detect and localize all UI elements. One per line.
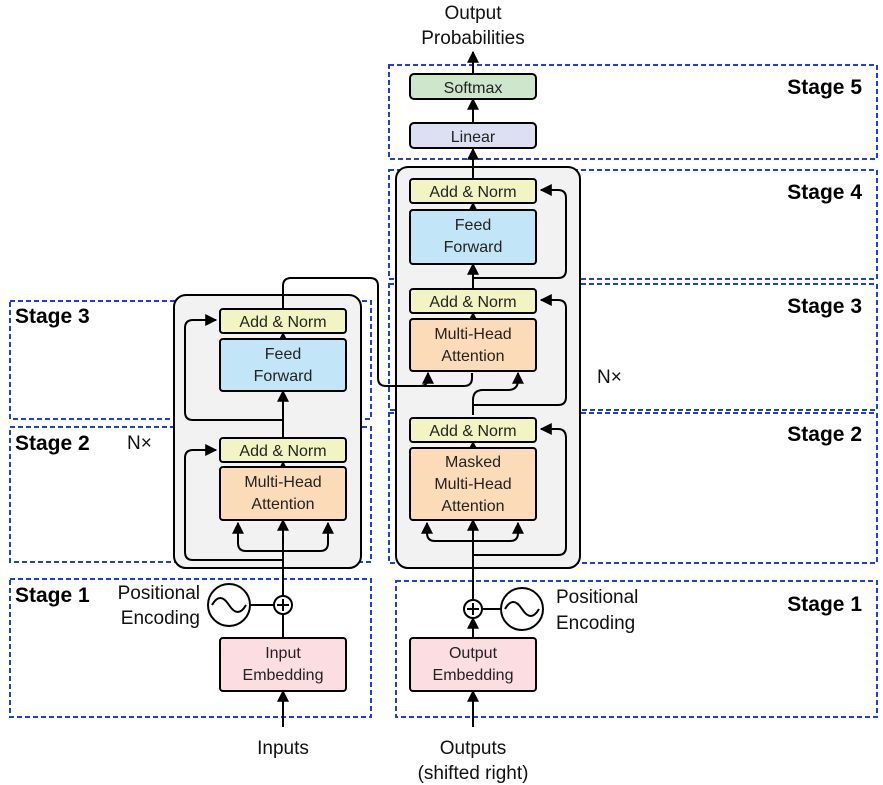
encoder-input-label: Inputs — [257, 738, 309, 759]
encoder-stage1-box — [9, 578, 372, 718]
decoder-plus-icon — [463, 599, 483, 619]
encoder-ff-label-1: Feed — [265, 346, 301, 363]
decoder-feed-forward — [409, 209, 537, 265]
decoder-masked-multi-head-attention — [409, 447, 537, 521]
encoder-mha-label-1: Multi-Head — [244, 474, 321, 491]
decoder-masked-label-3: Attention — [441, 498, 504, 515]
decoder-positional-label-2: Encoding — [556, 613, 635, 634]
output-probabilities-label-2: Probabilities — [421, 28, 525, 49]
linear-block — [409, 122, 537, 149]
encoder-stage3-label: Stage 3 — [15, 305, 90, 328]
decoder-stage5-label: Stage 5 — [787, 76, 862, 99]
encoder-mha-label-2: Attention — [251, 496, 314, 513]
decoder-add-norm-bottom — [409, 417, 537, 443]
decoder-stage3-box — [388, 283, 878, 411]
input-embedding-label-2: Embedding — [243, 667, 324, 684]
encoder-add-norm-top-label: Add & Norm — [239, 314, 326, 331]
encoder-add-norm-bottom — [219, 437, 347, 463]
decoder-stage4-box — [388, 169, 878, 280]
encoder-add-norm-top — [219, 308, 347, 334]
linear-label: Linear — [451, 129, 496, 146]
decoder-positional-encoding-icon — [500, 587, 544, 631]
encoder-stage1-label: Stage 1 — [15, 584, 90, 607]
output-embedding — [409, 637, 537, 692]
decoder-ff-label-1: Feed — [455, 217, 491, 234]
encoder-multi-head-attention — [219, 466, 347, 521]
encoder-ff-label-2: Forward — [254, 368, 313, 385]
encoder-nx-label: N× — [127, 433, 152, 454]
decoder-nx-label: N× — [597, 367, 622, 388]
decoder-mha-label-1: Multi-Head — [434, 326, 511, 343]
decoder-input-label-2: (shifted right) — [418, 763, 529, 784]
encoder-positional-label-2: Encoding — [121, 608, 200, 629]
decoder-stage1-label: Stage 1 — [787, 593, 862, 616]
decoder-add-norm-top-label: Add & Norm — [429, 184, 516, 201]
encoder-positional-encoding-icon — [207, 583, 251, 627]
output-embedding-label-1: Output — [449, 645, 498, 662]
decoder-add-norm-mid-label: Add & Norm — [429, 294, 516, 311]
encoder-layer-container — [173, 294, 362, 569]
decoder-stage4-label: Stage 4 — [787, 181, 862, 204]
encoder-stage2-label: Stage 2 — [15, 432, 90, 455]
encoder-add-norm-bottom-label: Add & Norm — [239, 443, 326, 460]
input-embedding-label-1: Input — [265, 645, 301, 662]
encoder-plus-icon — [273, 595, 293, 615]
input-embedding — [219, 637, 347, 692]
decoder-ff-label-2: Forward — [444, 239, 503, 256]
decoder-input-label-1: Outputs — [440, 738, 507, 759]
encoder-positional-label-1: Positional — [118, 583, 200, 604]
decoder-masked-label-1: Masked — [445, 454, 501, 471]
decoder-stage5-box — [388, 64, 878, 160]
softmax-block — [409, 73, 537, 100]
output-embedding-label-2: Embedding — [433, 667, 514, 684]
encoder-feed-forward — [219, 338, 347, 392]
decoder-stage3-label: Stage 3 — [787, 295, 862, 318]
decoder-multi-head-attention — [409, 318, 537, 372]
output-probabilities-label-1: Output — [444, 3, 502, 24]
decoder-stage2-box — [388, 412, 878, 564]
decoder-add-norm-top — [409, 178, 537, 204]
decoder-add-norm-bottom-label: Add & Norm — [429, 423, 516, 440]
decoder-stage1-box — [395, 580, 878, 718]
decoder-positional-label-1: Positional — [556, 587, 638, 608]
decoder-mha-label-2: Attention — [441, 348, 504, 365]
decoder-stage2-label: Stage 2 — [787, 423, 862, 446]
softmax-label: Softmax — [444, 80, 503, 97]
decoder-add-norm-mid — [409, 288, 537, 314]
decoder-masked-label-2: Multi-Head — [434, 476, 511, 493]
